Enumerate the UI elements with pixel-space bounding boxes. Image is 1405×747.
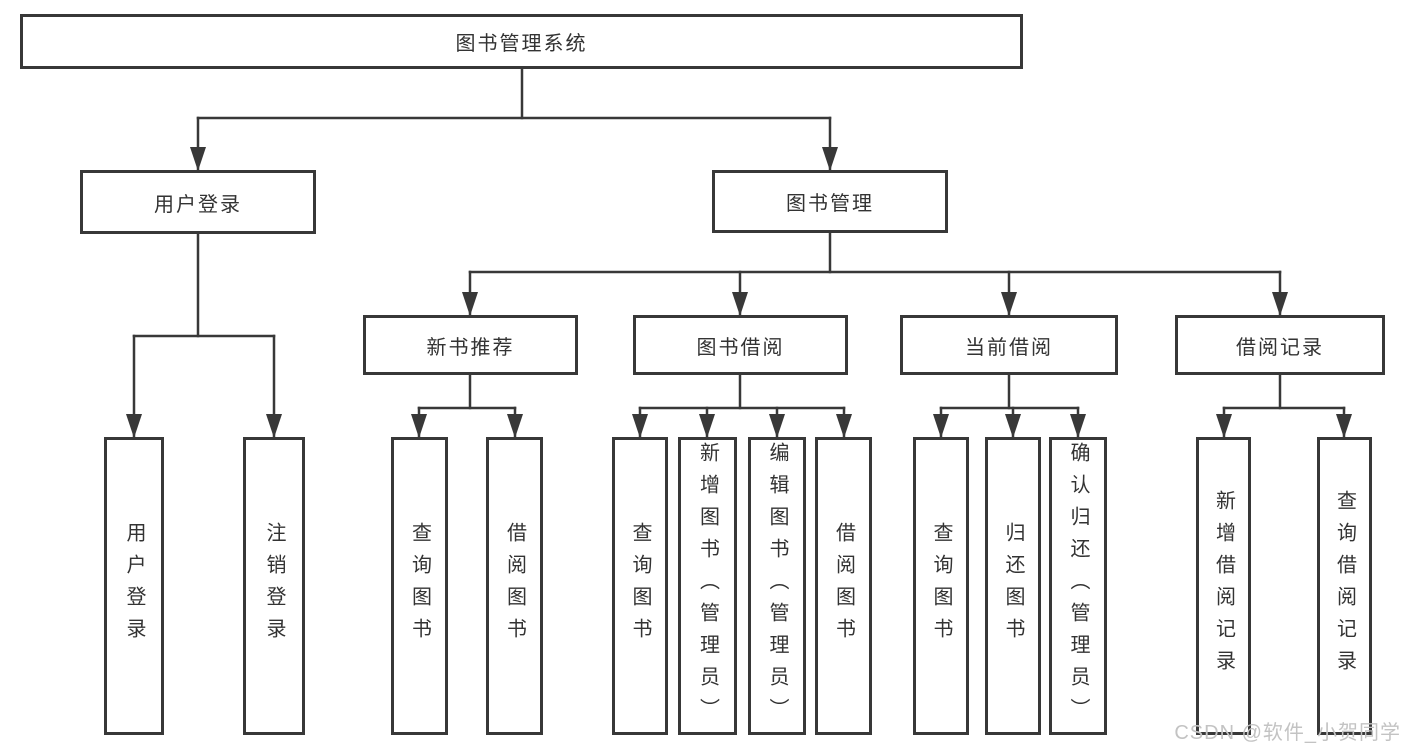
node-label: 图书借阅: [696, 336, 785, 359]
leaf-query-borrow-record: 查询借阅记录: [1317, 437, 1372, 735]
node-library-management-system: 图书管理系统: [20, 14, 1023, 69]
node-label: 借阅图书: [832, 522, 855, 650]
leaf-query-books-borrowing: 查询图书: [612, 437, 668, 735]
node-label: 当前借阅: [965, 336, 1053, 359]
leaf-confirm-return-admin: 确认归还（管理员）: [1049, 437, 1107, 735]
leaf-query-books-current: 查询图书: [913, 437, 969, 735]
node-book-management: 图书管理: [712, 170, 948, 233]
node-current-borrowing: 当前借阅: [900, 315, 1118, 375]
node-label: 新书推荐: [426, 336, 515, 359]
node-borrowing-records: 借阅记录: [1175, 315, 1385, 375]
leaf-logout: 注销登录: [243, 437, 305, 735]
node-label: 新增借阅记录: [1212, 490, 1235, 682]
node-label: 确认归还（管理员）: [1067, 442, 1089, 730]
leaf-borrow-books-borrowing: 借阅图书: [815, 437, 872, 735]
node-label: 新增图书（管理员）: [696, 442, 719, 730]
csdn-watermark: CSDN @软件_小贺同学: [1174, 722, 1401, 744]
leaf-query-books-recommend: 查询图书: [391, 437, 448, 735]
node-label: 查询图书: [629, 522, 651, 650]
node-label: 查询图书: [408, 522, 431, 650]
node-label: 查询借阅记录: [1333, 490, 1356, 682]
node-user-login: 用户登录: [80, 170, 316, 234]
leaf-user-login: 用户登录: [104, 437, 164, 735]
node-label: 图书管理: [786, 193, 874, 215]
leaf-borrow-books-recommend: 借阅图书: [486, 437, 543, 735]
node-label: 注销登录: [263, 522, 285, 650]
leaf-return-books: 归还图书: [985, 437, 1041, 735]
node-label: 用户登录: [123, 522, 145, 650]
node-new-book-recommendation: 新书推荐: [363, 315, 578, 375]
node-label: 编辑图书（管理员）: [766, 442, 788, 730]
node-label: 借阅图书: [503, 522, 526, 650]
node-label: 借阅记录: [1236, 336, 1324, 359]
leaf-edit-books-admin: 编辑图书（管理员）: [748, 437, 806, 735]
node-label: 图书管理系统: [455, 33, 588, 55]
node-label: 归还图书: [1002, 522, 1024, 650]
node-label: 用户登录: [154, 193, 242, 216]
node-label: 查询图书: [930, 522, 952, 650]
leaf-add-borrow-record: 新增借阅记录: [1196, 437, 1251, 735]
leaf-add-books-admin: 新增图书（管理员）: [678, 437, 737, 735]
node-book-borrowing: 图书借阅: [633, 315, 848, 375]
